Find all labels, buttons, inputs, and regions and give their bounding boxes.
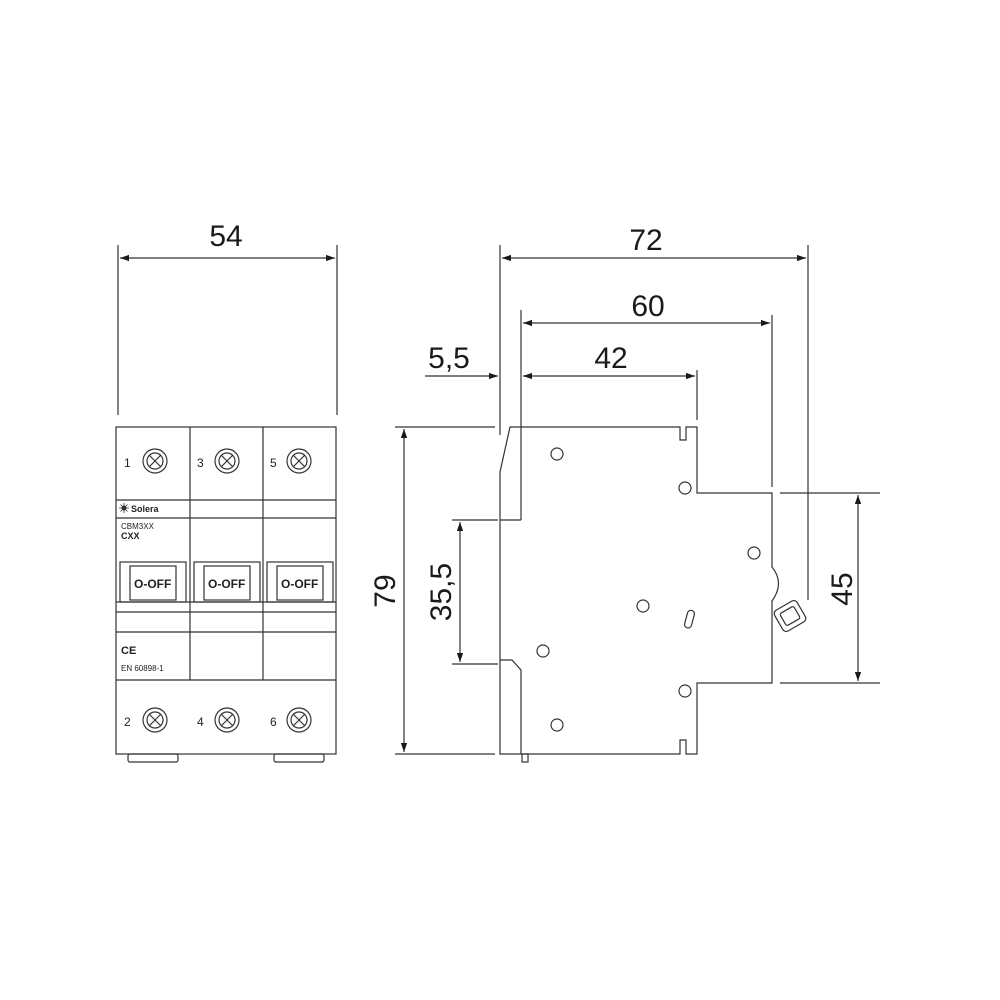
switch-label-3: O-OFF [281,577,318,591]
terminal-label-5: 5 [270,456,277,470]
switch-toggle-1 [119,561,187,603]
standard-label: EN 60898-1 [121,664,164,673]
ce-mark: CE [121,645,136,657]
front-foot-left [127,753,179,763]
label-depth-72: 72 [629,224,662,257]
side-hole [747,546,761,560]
switch-toggle-2 [193,561,261,603]
screw-icon-top-1 [142,448,168,474]
screw-icon-bottom-2 [142,707,168,733]
side-lever-icon [773,599,807,633]
label-height-45: 45 [826,572,859,605]
brand-name: Solera [131,504,160,514]
side-hole [678,481,692,495]
switch-toggle-3 [266,561,334,603]
side-hole [636,599,650,613]
switch-label-1: O-OFF [134,577,171,591]
side-hole [550,718,564,732]
rail-latch-tab [521,753,529,763]
label-depth-42: 42 [594,342,627,375]
brand-logo-icon [119,503,129,513]
side-hole [536,644,550,658]
terminal-label-4: 4 [197,715,204,729]
label-offset-5-5: 5,5 [428,342,470,375]
screw-icon-bottom-6 [286,707,312,733]
terminal-label-6: 6 [270,715,277,729]
model-code: CBM3XX [121,522,155,531]
screw-icon-top-5 [286,448,312,474]
front-body [115,426,337,755]
side-body-outline [499,426,780,755]
dimension-width-54 [117,245,338,415]
label-height-79: 79 [369,574,402,607]
terminal-label-1: 1 [124,456,131,470]
curve-code: CXX [121,531,140,541]
terminal-label-3: 3 [197,456,204,470]
screw-icon-top-3 [214,448,240,474]
side-slot [683,609,696,629]
label-depth-60: 60 [631,290,664,323]
side-hole [550,447,564,461]
front-foot-right [273,753,325,763]
rail-clip-bottom-edge [500,659,522,754]
switch-label-2: O-OFF [208,577,245,591]
terminal-label-2: 2 [124,715,131,729]
label-width-54: 54 [209,220,242,253]
side-dimensions [395,245,880,755]
side-view [499,426,807,763]
screw-icon-bottom-4 [214,707,240,733]
front-view [115,245,338,763]
label-height-35-5: 35,5 [425,563,458,621]
side-hole [678,684,692,698]
